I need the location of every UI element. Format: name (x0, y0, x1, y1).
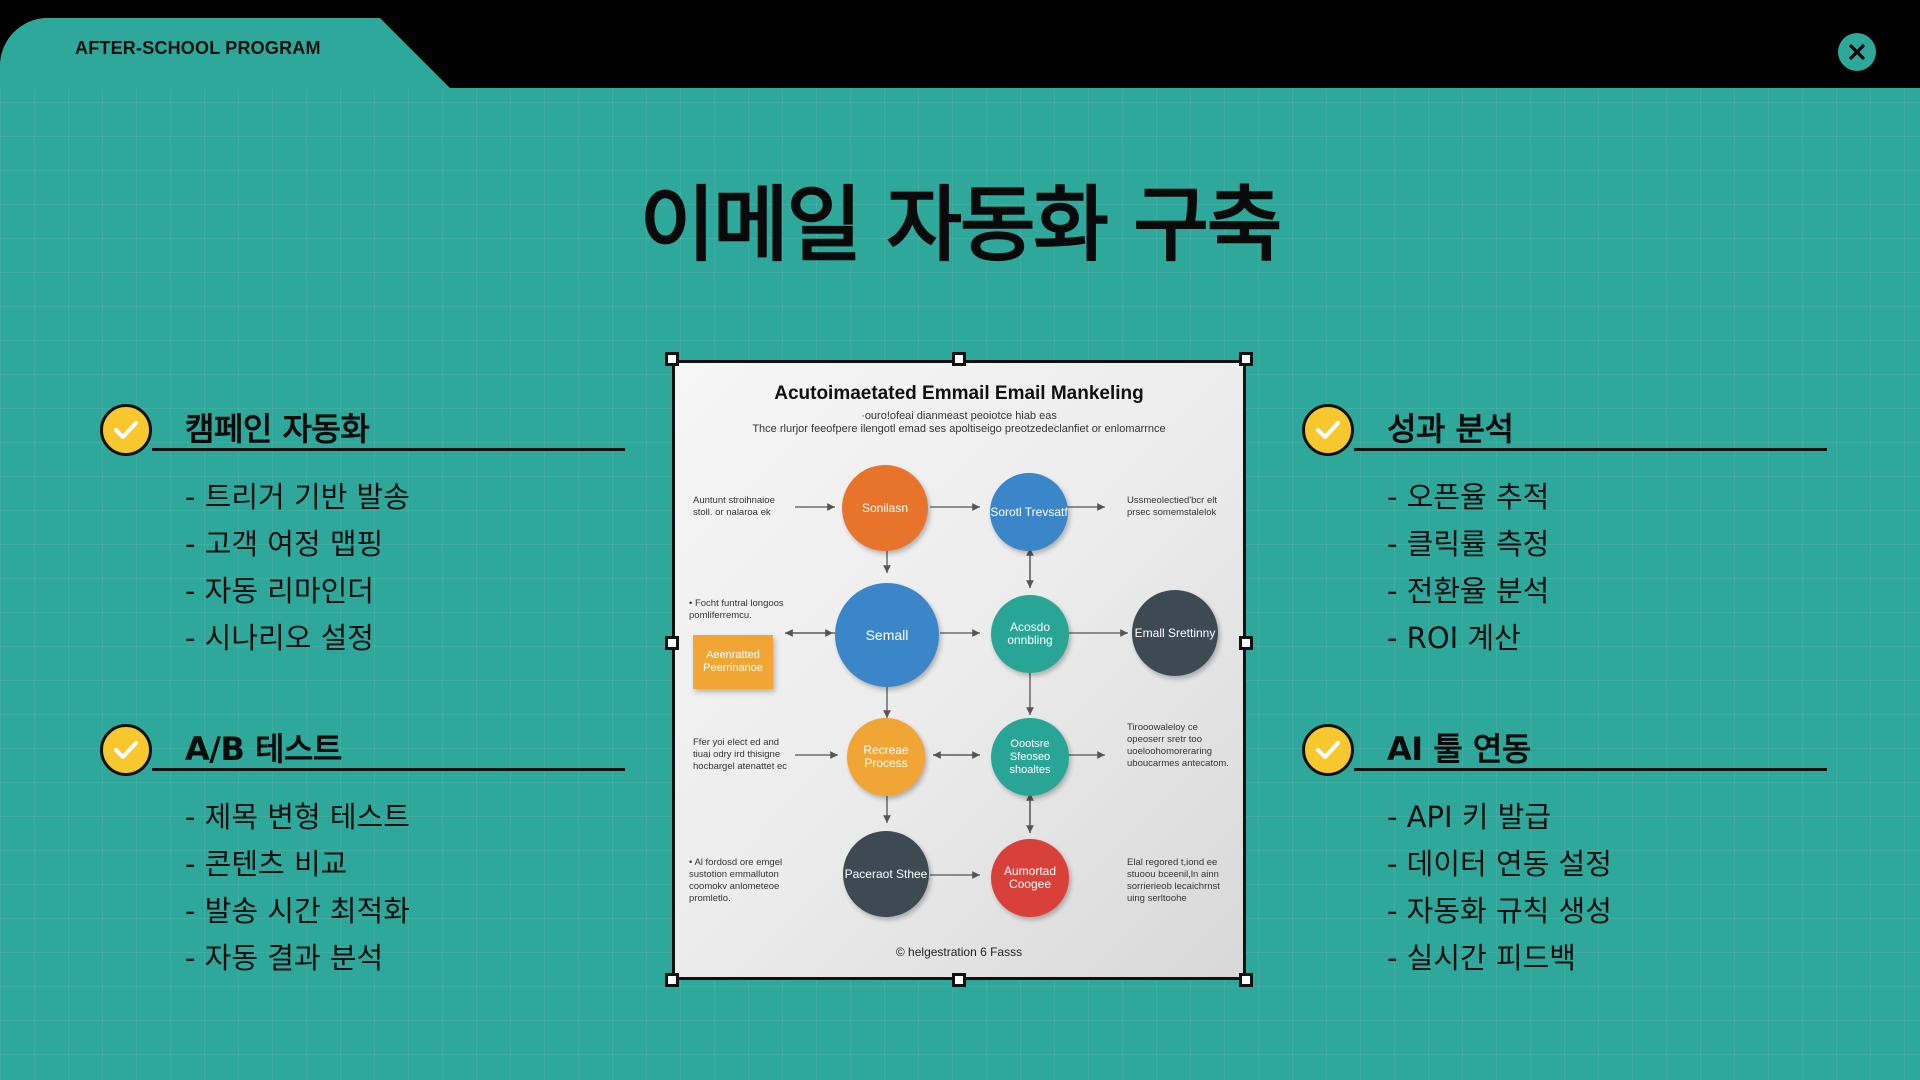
diagram-node: Sorotl Trevsatf (990, 473, 1068, 551)
close-icon (1849, 44, 1865, 60)
list-item: - 자동 리마인더 (185, 574, 374, 608)
brand-label: AFTER-SCHOOL PROGRAM (75, 38, 321, 58)
list-item: - API 키 발급 (1387, 800, 1552, 834)
checkmark-icon (100, 724, 152, 776)
section-list: - API 키 발급 - 데이터 연동 설정 - 자동화 규칙 생성 - 실시간… (1387, 794, 1612, 982)
resize-handle-bottom[interactable] (952, 973, 966, 987)
list-item: - 콘텐츠 비교 (185, 847, 348, 881)
list-item: - 데이터 연동 설정 (1387, 847, 1612, 881)
section-list: - 오픈율 추적 - 클릭률 측정 - 전환율 분석 - ROI 계산 (1387, 474, 1549, 662)
diagram-note: Elal regored t,iond ee stuoou bceenil,ln… (1127, 857, 1220, 904)
section-title: 캠페인 자동화 (185, 410, 370, 448)
checkmark-icon (100, 404, 152, 456)
resize-handle-bottom-right[interactable] (1239, 973, 1253, 987)
list-item: - 발송 시간 최적화 (185, 894, 410, 928)
diagram-node: Aumortad Coogee (991, 839, 1069, 917)
list-item: - 전환율 분석 (1387, 574, 1550, 608)
list-item: - 실시간 피드백 (1387, 941, 1576, 975)
diagram-subtitle: ·ouro!ofeai dianmeast peoiotce hiab eas (861, 410, 1057, 422)
list-item: - 클릭률 측정 (1387, 527, 1550, 561)
list-item: - 자동 결과 분석 (185, 941, 384, 975)
diagram-note: • Focht funtral longoos pomliferremcu. (689, 598, 784, 621)
close-button[interactable] (1838, 33, 1876, 71)
diagram-note: • Al fordosd ore emgel sustotion emmallu… (689, 857, 783, 904)
section-title: AI 툴 연동 (1387, 730, 1531, 768)
checkmark-icon (1302, 404, 1354, 456)
resize-handle-top-right[interactable] (1239, 352, 1253, 366)
resize-handle-top[interactable] (952, 352, 966, 366)
diagram-box: Aeenratted Peerrinanoe (693, 635, 773, 689)
list-item: - 오픈율 추적 (1387, 480, 1550, 514)
resize-handle-top-left[interactable] (665, 352, 679, 366)
resize-handle-left[interactable] (665, 636, 679, 650)
page-title: 이메일 자동화 구축 (639, 178, 1283, 273)
resize-handle-bottom-left[interactable] (665, 973, 679, 987)
section-title: A/B 테스트 (185, 730, 342, 768)
diagram-note: Tirooowaleloy ce opeoserr sretr too uoel… (1127, 722, 1229, 769)
section-title: 성과 분석 (1387, 410, 1514, 448)
diagram-node: Emall Srettinny (1132, 590, 1218, 676)
section-divider (152, 768, 625, 771)
section-divider (1354, 768, 1827, 771)
diagram-subtitle: Thce rlurjor feeofpere ilengotl emad ses… (752, 423, 1166, 435)
checkmark-icon (1302, 724, 1354, 776)
diagram-note: Ussmeolectied'bcr elt prsec somemstalelo… (1127, 495, 1217, 518)
list-item: - 트리거 기반 발송 (185, 480, 410, 514)
diagram-node: Oootsre Sfeoseo shoaltes (991, 718, 1069, 796)
section-list: - 제목 변형 테스트 - 콘텐츠 비교 - 발송 시간 최적화 - 자동 결과… (185, 794, 410, 982)
diagram-note: Auntunt stroihnaioe stoll. or nalaroa ek (693, 495, 775, 518)
resize-handle-right[interactable] (1239, 636, 1253, 650)
list-item: - ROI 계산 (1387, 621, 1521, 655)
diagram-node: Paceraot Sthee (843, 831, 929, 917)
diagram-node: Semall (835, 583, 939, 687)
top-bar: AFTER-SCHOOL PROGRAM (0, 0, 1920, 88)
section-divider (152, 448, 625, 451)
section-divider (1354, 448, 1827, 451)
list-item: - 고객 여정 맵핑 (185, 527, 384, 561)
diagram-note: Ffer yoi elect ed and tiuai odry ird thi… (693, 737, 788, 772)
list-item: - 시나리오 설정 (185, 621, 374, 655)
list-item: - 제목 변형 테스트 (185, 800, 410, 834)
selected-image[interactable]: Acutoimaetated Emmail Email Mankeling ·o… (672, 360, 1246, 980)
diagram-node: Sonilasn (842, 465, 928, 551)
diagram-footer: © helgestration 6 Fasss (895, 945, 1023, 959)
diagram-node: Acosdo onnbling (991, 595, 1069, 673)
diagram-node: Recreae Process (847, 718, 925, 796)
section-list: - 트리거 기반 발송 - 고객 여정 맵핑 - 자동 리마인더 - 시나리오 … (185, 474, 410, 662)
diagram-title: Acutoimaetated Emmail Email Mankeling (774, 383, 1144, 404)
list-item: - 자동화 규칙 생성 (1387, 894, 1612, 928)
brand-tab-slope (0, 18, 450, 88)
diagram-connectors (785, 503, 1128, 879)
